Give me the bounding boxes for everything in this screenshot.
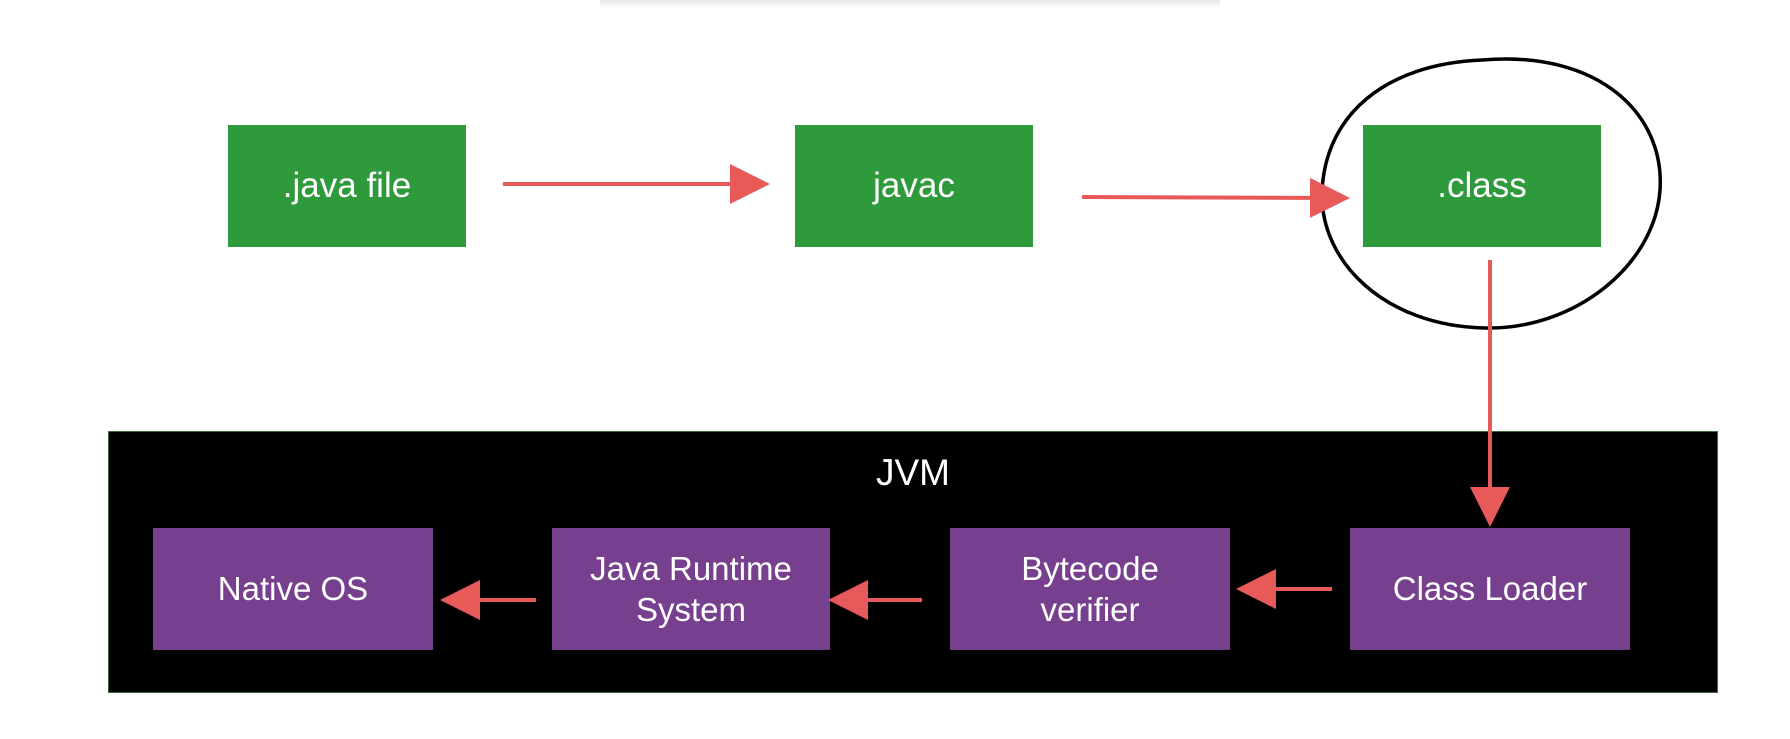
class-loader-box: Class Loader: [1350, 528, 1630, 650]
java-file-label: .java file: [282, 166, 412, 205]
java-runtime-system-box: Java Runtime System: [552, 528, 830, 650]
bytecode-verifier-line-1: Bytecode: [1021, 549, 1159, 587]
arrow-javac-to-class: [1081, 177, 1350, 218]
class-file-label: .class: [1437, 166, 1527, 205]
java-file-box: .java file: [228, 125, 466, 247]
top-shade: [600, 0, 1220, 8]
javac-box: javac: [795, 125, 1033, 247]
bytecode-verifier-line-2: verifier: [1040, 591, 1140, 628]
native-os-label: Native OS: [217, 570, 369, 608]
native-os-box: Native OS: [153, 528, 433, 650]
bytecode-verifier-label: Bytecode verifier: [1021, 548, 1159, 631]
jvm-title: JVM: [876, 452, 950, 493]
java-runtime-system-label: Java Runtime System: [590, 548, 792, 631]
java-runtime-system-line-1: Java Runtime: [590, 549, 792, 587]
class-file-box: .class: [1363, 125, 1601, 247]
java-runtime-system-line-2: System: [635, 591, 746, 628]
javac-label: javac: [873, 166, 955, 205]
bytecode-verifier-box: Bytecode verifier: [950, 528, 1230, 650]
class-loader-label: Class Loader: [1392, 570, 1588, 608]
